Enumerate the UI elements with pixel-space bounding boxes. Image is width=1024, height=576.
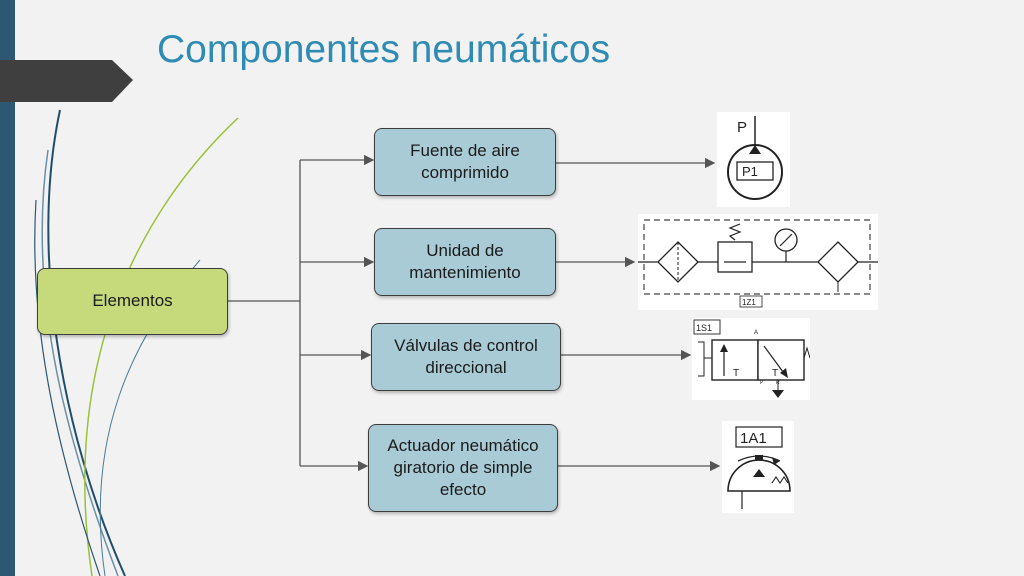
symbol-label: P [737, 119, 747, 136]
symbol-label: 1Z1 [742, 298, 756, 307]
component-box-label: Actuador neumático giratorio de simple e… [387, 435, 539, 500]
component-box-label: Fuente de aire comprimido [410, 140, 520, 182]
side-bar-decoration [0, 0, 15, 576]
symbol-label: 1A1 [740, 430, 767, 447]
decor-curve [34, 199, 101, 576]
symbol-label: P [760, 380, 764, 386]
symbol-label: T [772, 368, 778, 379]
component-box-air-source: Fuente de aire comprimido [374, 128, 556, 196]
component-box-label: Válvulas de control direccional [394, 335, 538, 377]
page-title: Componentes neumáticos [157, 28, 611, 71]
directional-valve-symbol: 1S1 A T T P R [692, 318, 810, 400]
title-arrow-shape [0, 60, 133, 102]
compressor-symbol: P P1 [717, 112, 790, 207]
component-box-label: Unidad de mantenimiento [409, 240, 521, 282]
component-box-rotary-actuator: Actuador neumático giratorio de simple e… [368, 424, 558, 512]
symbol-label: P1 [742, 164, 758, 179]
rotary-actuator-icon: 1A1 [727, 426, 791, 509]
symbol-label: A [754, 330, 758, 336]
valve-icon: 1S1 A T T P R [693, 319, 810, 398]
component-box-maintenance-unit: Unidad de mantenimiento [374, 228, 556, 296]
root-box-elementos: Elementos [37, 268, 228, 335]
decor-curve [41, 149, 119, 576]
symbol-label: 1S1 [696, 323, 712, 333]
maintenance-unit-symbol: 1Z1 [638, 214, 878, 310]
frl-icon: 1Z1 [638, 219, 878, 308]
rotary-actuator-symbol: 1A1 [722, 421, 794, 513]
compressor-icon: P P1 [727, 116, 783, 200]
component-box-directional-valves: Válvulas de control direccional [371, 323, 561, 391]
symbol-label: T [733, 368, 739, 379]
root-box-label: Elementos [92, 291, 173, 311]
